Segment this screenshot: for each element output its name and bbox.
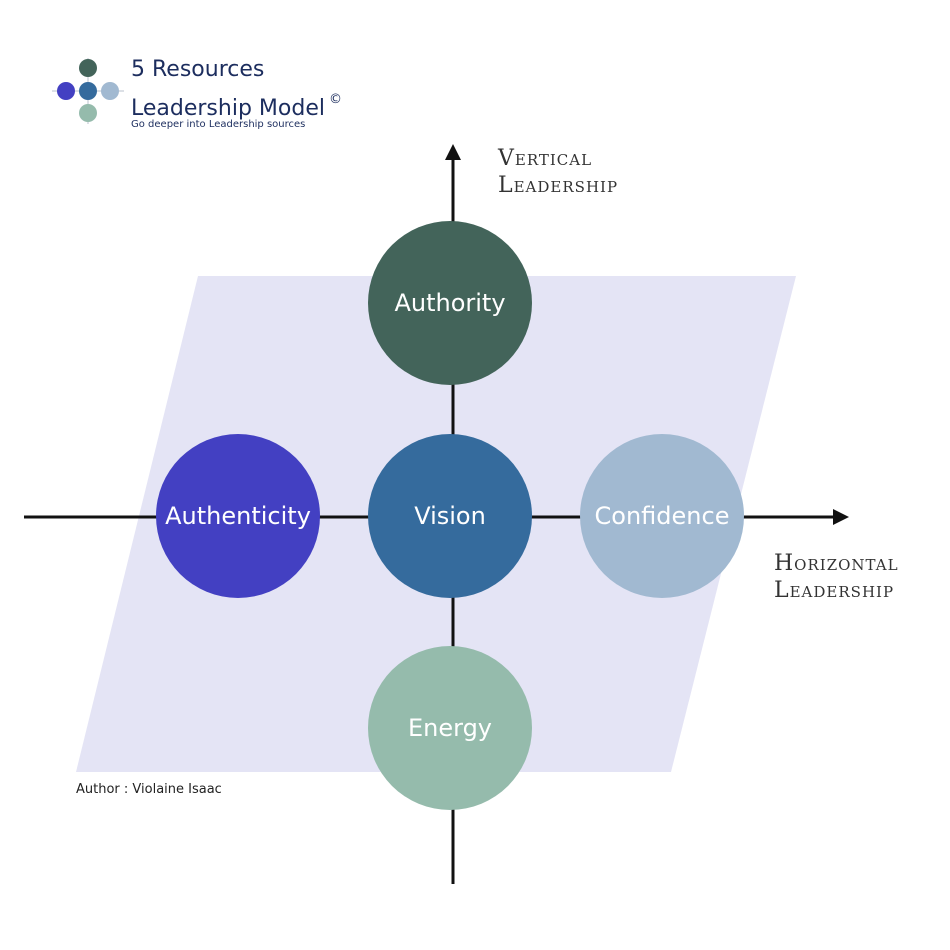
logo-icon bbox=[52, 58, 124, 124]
authority-label: Authority bbox=[394, 289, 506, 317]
vertical-label-line2: Leadership bbox=[498, 173, 619, 198]
logo-tagline: Go deeper into Leadership sources bbox=[131, 119, 306, 130]
author-credit: Author : Violaine Isaac bbox=[76, 782, 222, 797]
confidence-label: Confidence bbox=[594, 502, 730, 530]
logo-title: 5 Resources Leadership Model© bbox=[131, 55, 342, 124]
authenticity-node: Authenticity bbox=[156, 434, 320, 598]
vision-node: Vision bbox=[368, 434, 532, 598]
vertical-axis-arrowhead bbox=[445, 144, 461, 160]
copyright-symbol: © bbox=[328, 92, 342, 107]
authenticity-label: Authenticity bbox=[165, 502, 311, 530]
horizontal-label-line1: Horizontal bbox=[774, 551, 899, 576]
energy-label: Energy bbox=[407, 714, 493, 742]
logo-title-line2: Leadership Model bbox=[131, 96, 325, 121]
horizontal-axis-label: Horizontal Leadership bbox=[774, 550, 899, 604]
energy-node: Energy bbox=[368, 646, 532, 810]
horizontal-label-line2: Leadership bbox=[774, 578, 895, 603]
confidence-node: Confidence bbox=[580, 434, 744, 598]
logo-title-line1: 5 Resources bbox=[131, 57, 265, 82]
horizontal-axis-arrowhead bbox=[833, 509, 849, 525]
vision-label: Vision bbox=[414, 502, 486, 530]
vertical-axis-label: Vertical Leadership bbox=[498, 145, 618, 199]
authority-node: Authority bbox=[368, 221, 532, 385]
vertical-label-line1: Vertical bbox=[498, 146, 593, 171]
